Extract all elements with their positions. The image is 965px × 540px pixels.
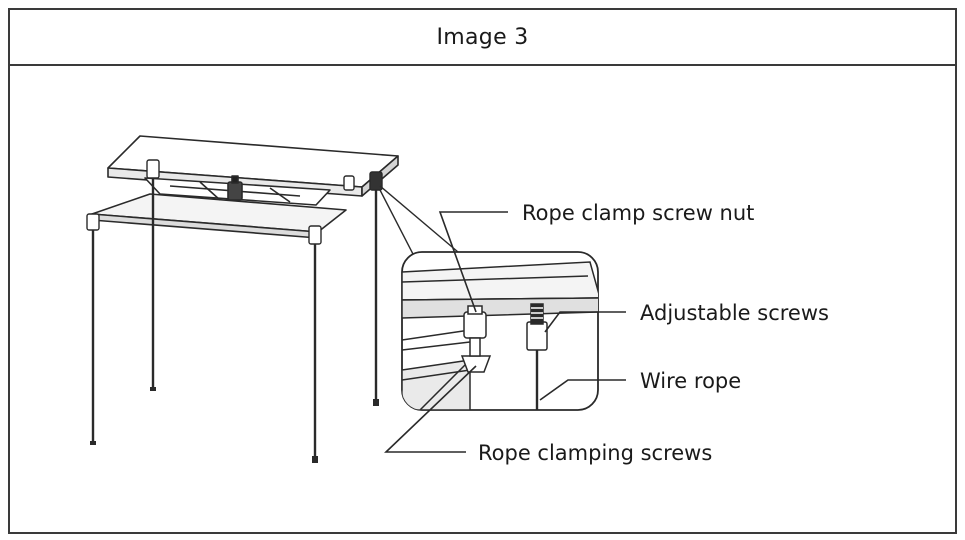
magnifier-detail-icon <box>401 251 599 411</box>
figure-title: Image 3 <box>436 24 529 50</box>
clamp-icon <box>384 211 626 453</box>
label-rope-clamp-screw-nut: Rope clamp screw nut <box>522 201 754 225</box>
figure-header: Image 3 <box>10 10 955 66</box>
wire-rope-icon <box>91 178 378 458</box>
screw-icon <box>86 159 383 245</box>
label-adjustable-screws: Adjustable screws <box>640 301 829 325</box>
label-wire-rope: Wire rope <box>640 369 741 393</box>
label-rope-clamping-screws: Rope clamping screws <box>478 441 712 465</box>
